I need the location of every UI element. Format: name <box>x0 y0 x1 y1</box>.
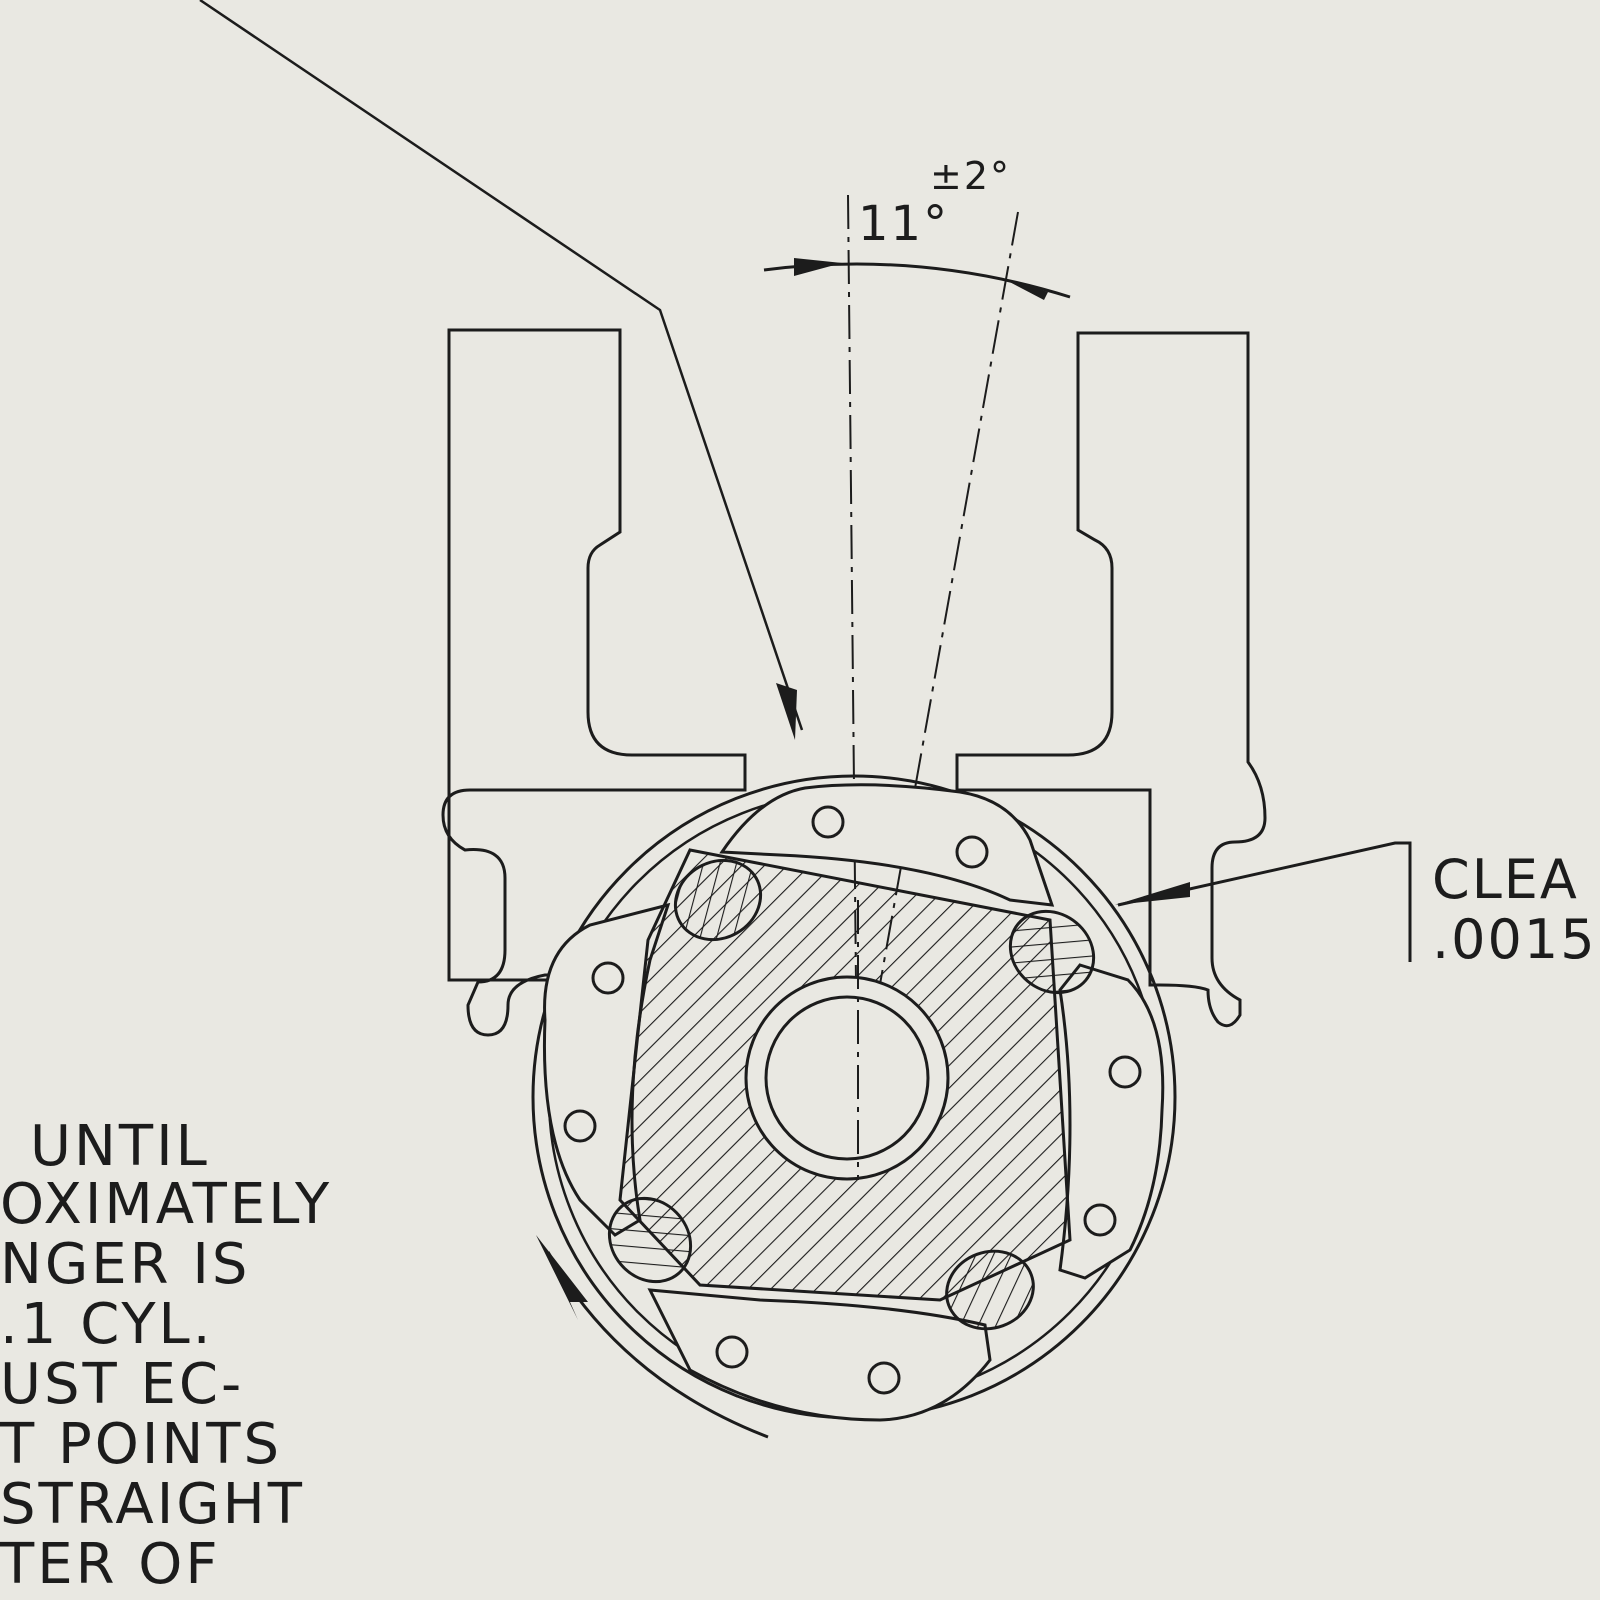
upper-leader-line <box>199 0 804 731</box>
mounting-holes <box>563 805 1142 1395</box>
clearance-label: CLEA <box>1432 848 1579 911</box>
angle-value-label: 11° <box>858 196 950 252</box>
rollers <box>607 858 1096 1331</box>
note-line: T POINTS <box>0 1412 283 1477</box>
cam-lobe-top <box>719 783 1055 907</box>
note-line: UNTIL <box>30 1114 210 1179</box>
hole <box>563 1109 597 1143</box>
note-line: NGER IS <box>0 1232 251 1297</box>
note-line: OXIMATELY <box>0 1172 333 1237</box>
note-line: UST EC- <box>0 1352 245 1417</box>
note-line: .1 CYL. <box>0 1292 214 1357</box>
roller-top-right <box>1008 909 1096 995</box>
right-plunger-body <box>955 331 1267 1028</box>
note-line: TER OF <box>0 1532 221 1597</box>
angle-tolerance-label: ±2° <box>930 154 1012 198</box>
left-plunger-body <box>441 328 747 1037</box>
hole <box>867 1361 901 1395</box>
clearance-value: .0015 <box>1432 908 1597 971</box>
angle-arrow-left-icon <box>794 258 842 276</box>
note-line: STRAIGHT <box>0 1472 305 1537</box>
hole <box>591 961 625 995</box>
roller-bottom-right <box>945 1249 1035 1331</box>
hole <box>955 835 989 869</box>
roller-bottom-left <box>607 1196 693 1284</box>
cam-lobe-right <box>1058 963 1165 1280</box>
roller-top-left <box>673 858 763 942</box>
angle-arrow-right-icon <box>1002 278 1048 300</box>
leader-arrowhead-icon <box>776 683 797 740</box>
cam-lobes <box>542 783 1165 1422</box>
angle-dimension <box>763 194 1071 1181</box>
hole <box>715 1335 749 1369</box>
hole <box>1108 1055 1142 1089</box>
clearance-leader <box>1117 841 1412 962</box>
rotation-arrow-icon <box>536 1235 769 1439</box>
center-bore <box>744 975 950 1181</box>
cam-lobe-bottom <box>647 1288 992 1422</box>
clearance-arrow-icon <box>1115 882 1190 905</box>
hole <box>1083 1203 1117 1237</box>
hole <box>811 805 845 839</box>
